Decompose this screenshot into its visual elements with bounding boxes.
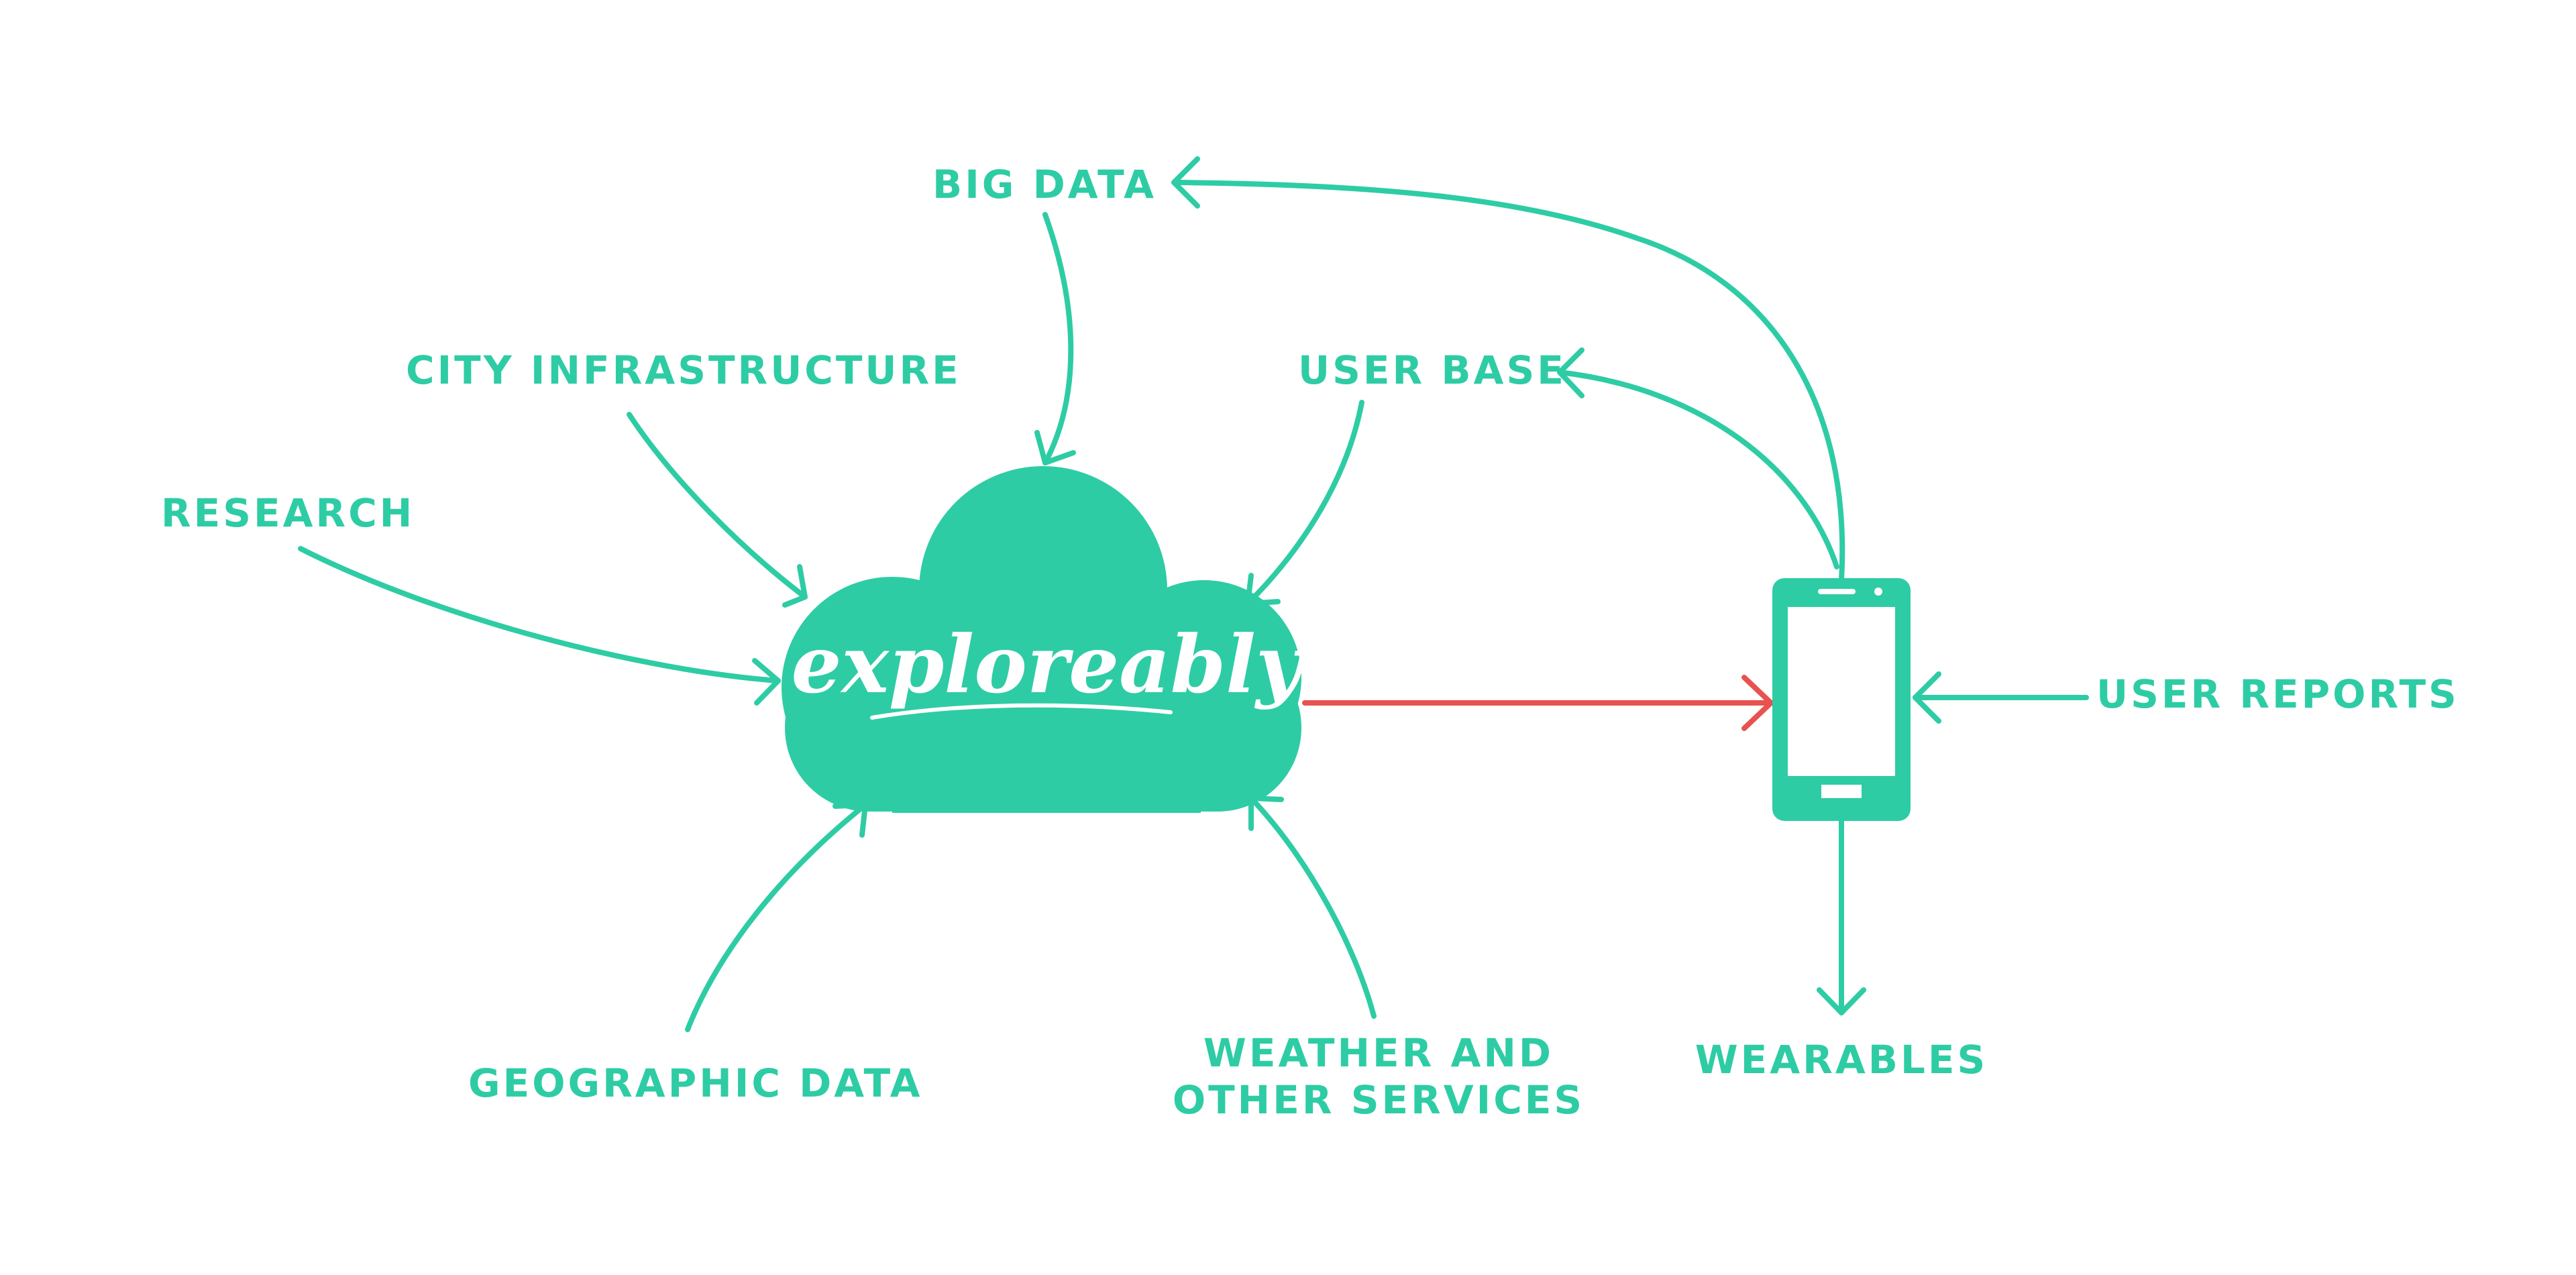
label-research: RESEARCH bbox=[161, 490, 415, 536]
node-labels: BIG DATA CITY INFRASTRUCTURE USER BASE R… bbox=[161, 162, 2459, 1123]
label-geographic-data: GEOGRAPHIC DATA bbox=[468, 1060, 923, 1106]
arrow-cloud-to-phone bbox=[1302, 675, 1774, 731]
label-weather-line-2: OTHER SERVICES bbox=[1173, 1077, 1585, 1123]
label-user-base: USER BASE bbox=[1298, 347, 1566, 393]
label-weather-line-1: WEATHER AND bbox=[1203, 1030, 1554, 1076]
label-city-infrastructure: CITY INFRASTRUCTURE bbox=[406, 347, 961, 393]
arrow-research-to-cloud bbox=[298, 546, 781, 706]
arrow-user-reports-to-phone bbox=[1913, 671, 2089, 724]
label-big-data: BIG DATA bbox=[932, 162, 1157, 207]
brand-logo-text: exploreably bbox=[791, 618, 1307, 711]
label-wearables: WEARABLES bbox=[1695, 1037, 1988, 1083]
smartphone-icon bbox=[1772, 578, 1911, 821]
arrow-big-data-to-cloud bbox=[1034, 212, 1076, 465]
arrow-city-infrastructure-to-cloud bbox=[627, 412, 808, 608]
label-user-reports: USER REPORTS bbox=[2096, 671, 2459, 717]
arrow-weather-services-to-cloud bbox=[1248, 795, 1377, 1019]
arrow-phone-to-user-base bbox=[1557, 347, 1839, 569]
brand-logo-underline bbox=[870, 703, 1173, 720]
arrow-geographic-data-to-cloud bbox=[685, 802, 868, 1032]
arrow-phone-to-big-data bbox=[1171, 156, 1845, 583]
arrow-user-base-to-cloud bbox=[1245, 400, 1364, 606]
arrows bbox=[298, 156, 2089, 1032]
arrow-phone-to-wearables bbox=[1817, 817, 1866, 1015]
cloud-icon bbox=[782, 466, 1301, 813]
